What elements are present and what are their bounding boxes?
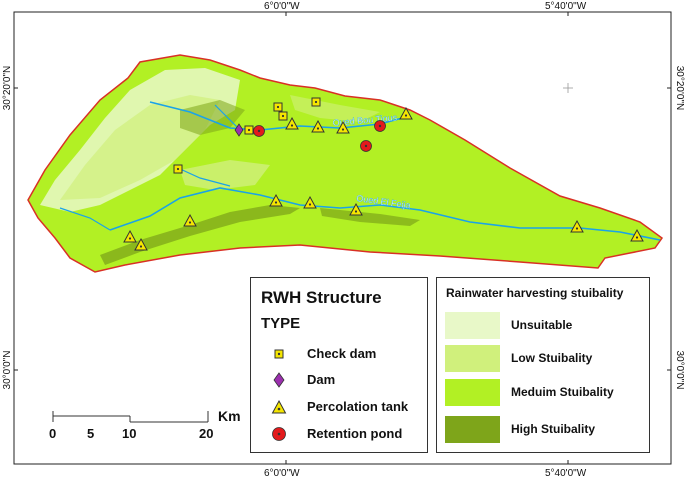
check-dam-marker — [278, 111, 288, 121]
square-icon — [274, 349, 284, 359]
retention-pond-marker — [253, 125, 265, 137]
map-frame — [13, 11, 672, 465]
legend-title: Rainwater harvesting stuibality — [446, 286, 624, 300]
legend-item-percolation-tank: Percolation tank — [251, 397, 427, 417]
percolation-tank-marker — [269, 193, 283, 207]
high-suitability-zone — [320, 208, 420, 226]
legend-item-high: High Stuibality — [445, 416, 645, 443]
scale-bar: Km 0 5 10 20 — [46, 408, 246, 454]
coord-label-top-right: 5°40'0"W — [545, 1, 587, 12]
color-swatch — [445, 345, 500, 372]
percolation-tank-marker — [399, 106, 413, 120]
legend-item-medium: Meduim Stuibality — [445, 379, 645, 406]
graticule-ticks — [14, 12, 671, 464]
legend-subtitle: TYPE — [261, 315, 301, 332]
percolation-tank-marker — [134, 237, 148, 251]
scale-bar-graphic — [52, 411, 209, 423]
retention-pond-marker — [374, 120, 386, 132]
river-tributary — [59, 207, 111, 231]
coord-label-bottom-right: 5°40'0"W — [545, 468, 587, 479]
percolation-tank-marker — [336, 120, 350, 134]
retention-pond-marker — [360, 140, 372, 152]
percolation-tank-marker — [630, 228, 644, 242]
coord-label-top-left: 6°0'0"W — [264, 1, 300, 12]
river-oued-bou-tious — [149, 101, 411, 131]
check-dam-marker — [173, 164, 183, 174]
diamond-icon — [273, 372, 285, 388]
color-swatch — [445, 379, 500, 406]
coord-label-right-lower: 30°0'0"N — [674, 351, 685, 390]
legend-title: RWH Structure — [261, 288, 382, 307]
legend-label: Unsuitable — [511, 318, 573, 332]
low-suitability-zone — [180, 160, 270, 190]
color-swatch — [445, 312, 500, 339]
percolation-tank-marker — [123, 229, 137, 243]
check-dam-marker — [311, 97, 321, 107]
coord-label-bottom-left: 6°0'0"W — [264, 468, 300, 479]
legend-item-unsuitable: Unsuitable — [445, 312, 645, 339]
legend-item-retention-pond: Retention pond — [251, 424, 427, 444]
percolation-tank-marker — [349, 202, 363, 216]
legend-item-dam: Dam — [251, 370, 427, 390]
legend-label: High Stuibality — [511, 422, 595, 436]
dam-marker — [234, 123, 244, 137]
circle-icon — [272, 427, 286, 441]
high-suitability-zone — [180, 100, 245, 135]
high-suitability-zone — [100, 205, 300, 265]
percolation-tank-marker — [183, 213, 197, 227]
triangle-icon — [271, 399, 287, 414]
percolation-tank-marker — [311, 119, 325, 133]
percolation-tank-marker — [570, 219, 584, 233]
river-tributary — [177, 167, 231, 187]
river-oued-el-feija — [109, 187, 661, 241]
legend-item-low: Low Stuibality — [445, 345, 645, 372]
legend-label: Percolation tank — [307, 399, 409, 414]
scale-tick-label: 10 — [122, 426, 137, 441]
legend-label: Check dam — [307, 346, 377, 361]
percolation-tank-marker — [303, 195, 317, 209]
coord-label-right-upper: 30°20'0"N — [674, 66, 685, 111]
legend-label: Dam — [307, 372, 336, 387]
scale-tick-label: 20 — [199, 426, 214, 441]
legend-label: Low Stuibality — [511, 351, 593, 365]
scale-unit: Km — [218, 408, 241, 424]
coord-label-left-upper: 30°20'0"N — [2, 66, 13, 111]
legend-label: Meduim Stuibality — [511, 385, 614, 399]
river-tributary — [214, 104, 241, 131]
scale-tick-label: 5 — [87, 426, 95, 441]
legend-item-check-dam: Check dam — [251, 344, 427, 364]
color-swatch — [445, 416, 500, 443]
rwh-structure-legend: RWH Structure TYPE Check dam Dam Percola… — [250, 277, 428, 453]
check-dam-marker — [273, 102, 283, 112]
scale-tick-label: 0 — [49, 426, 57, 441]
legend-label: Retention pond — [307, 426, 403, 441]
percolation-tank-marker — [285, 116, 299, 130]
check-dam-marker — [244, 125, 254, 135]
coord-label-left-lower: 30°0'0"N — [2, 351, 13, 390]
suitability-legend: Rainwater harvesting stuibality Unsuitab… — [436, 277, 650, 453]
